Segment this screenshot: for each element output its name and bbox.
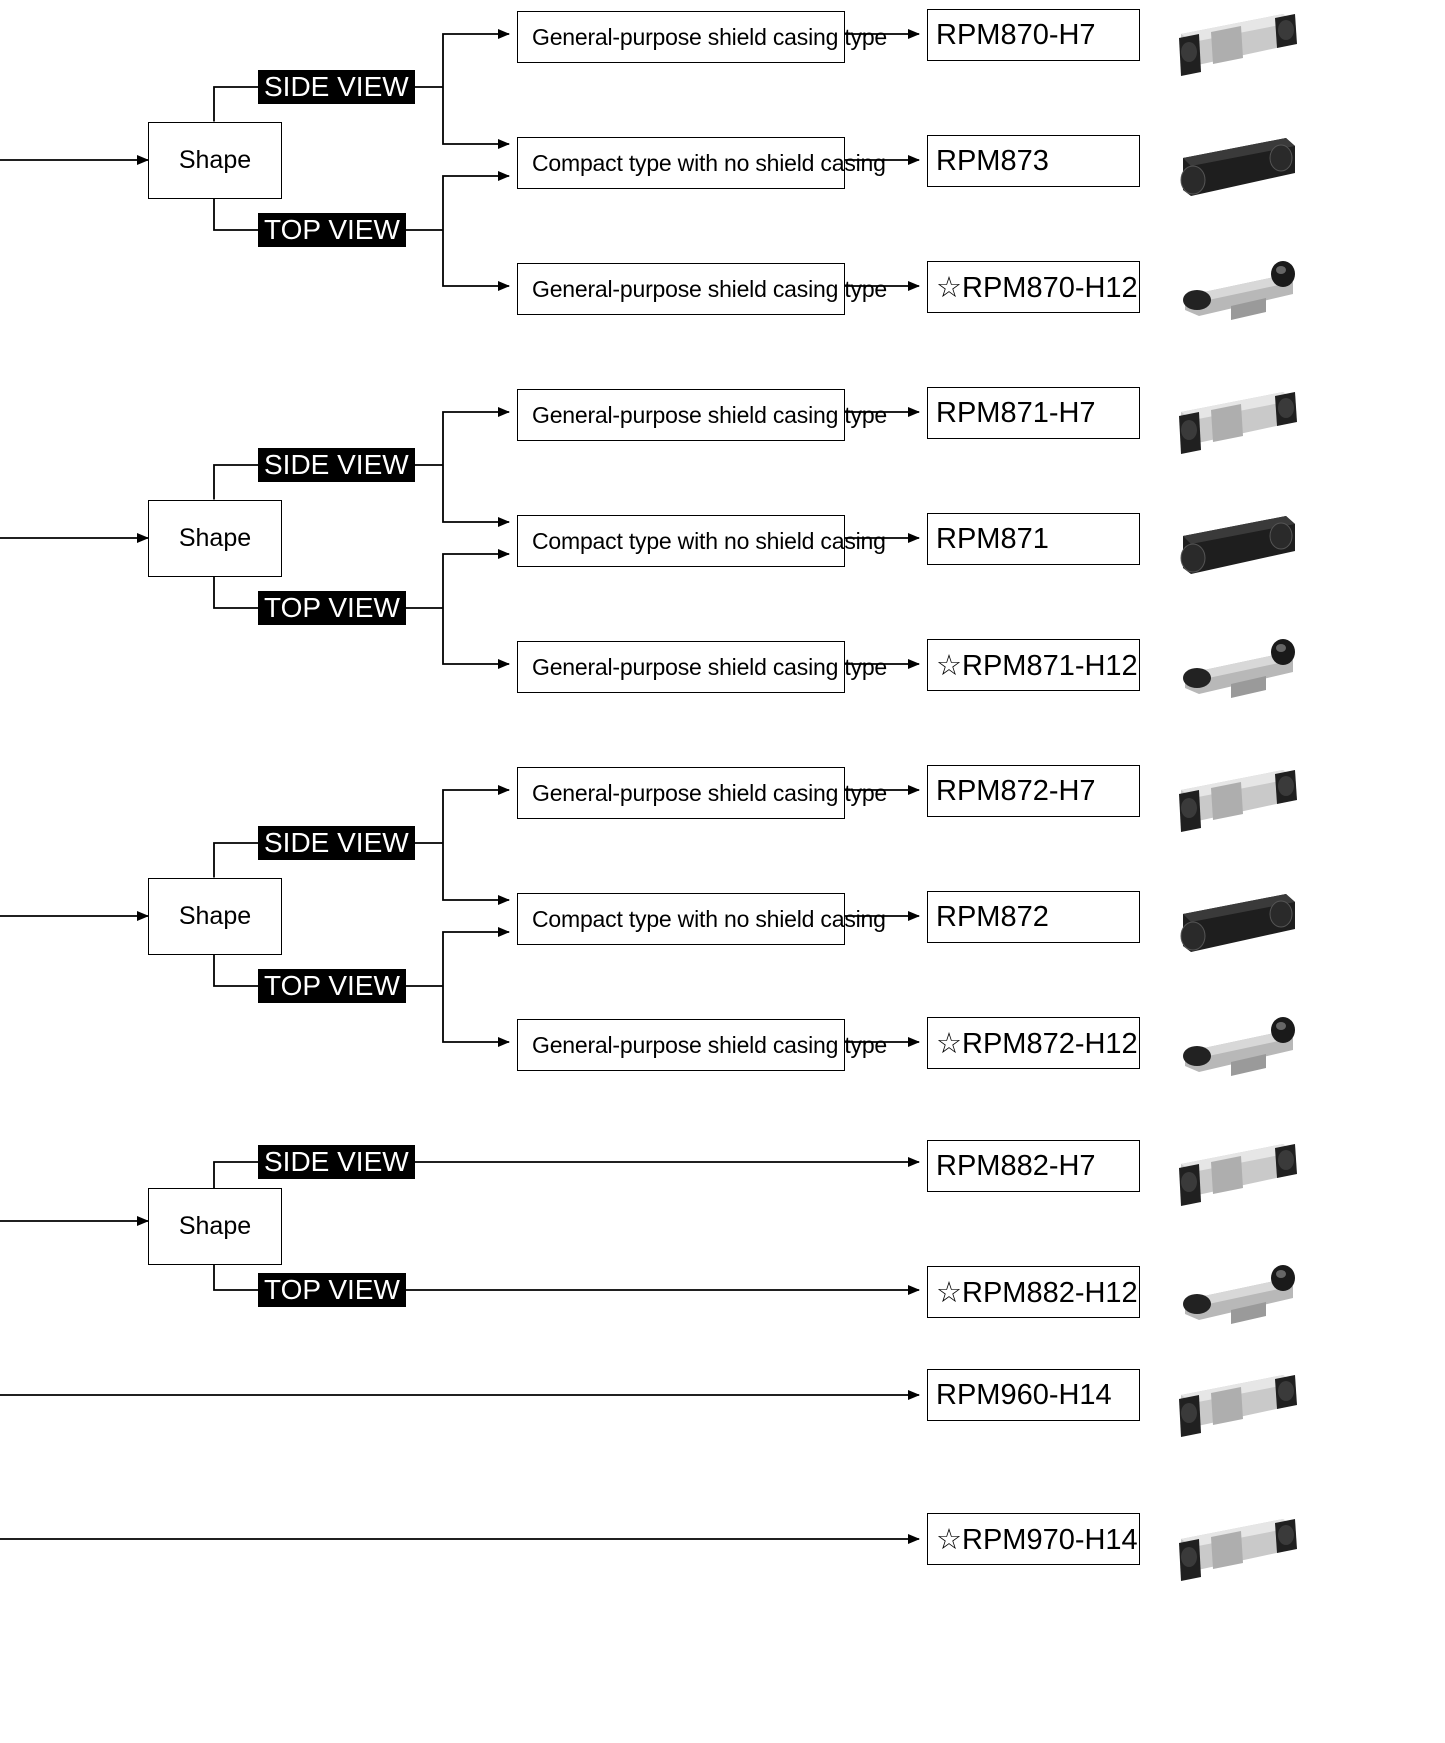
group-3-row-3-product-image xyxy=(1171,1010,1301,1090)
group-4-side-view-label: SIDE VIEW xyxy=(258,1145,415,1179)
group-1-row-2-type-box: Compact type with no shield casing xyxy=(517,137,845,189)
group-1-row-3-part-box: ☆RPM870-H12 xyxy=(927,261,1140,313)
group-1-row-2-product-image xyxy=(1171,128,1301,208)
group-3-row-2-type-box: Compact type with no shield casing xyxy=(517,893,845,945)
group-4-row-2-part-box: ☆RPM882-H12 xyxy=(927,1266,1140,1318)
group-1-side-connector xyxy=(214,87,260,122)
group-3-row-1-product-image xyxy=(1171,758,1301,838)
group-2-shape-box: Shape xyxy=(148,500,282,577)
group-2-row-2-product-image xyxy=(1171,506,1301,586)
group-3-side-to-row2-arrow xyxy=(443,843,509,900)
group-3-row-1-type-box: General-purpose shield casing type xyxy=(517,767,845,819)
group-4-shape-box: Shape xyxy=(148,1188,282,1265)
group-2-row-2-type-box: Compact type with no shield casing xyxy=(517,515,845,567)
group-2-side-to-row2-arrow xyxy=(443,465,509,522)
group-2-row-2-part-box: RPM871 xyxy=(927,513,1140,565)
group-2-top-to-row2-arrow xyxy=(443,554,509,608)
group-3-top-to-row3-arrow xyxy=(443,986,509,1042)
group-1-row-3-type-box: General-purpose shield casing type xyxy=(517,263,845,315)
group-3-shape-box: Shape xyxy=(148,878,282,955)
group-4-top-view-label: TOP VIEW xyxy=(258,1273,406,1307)
group-4-side-connector xyxy=(214,1162,260,1188)
group-1-row-2-part-box: RPM873 xyxy=(927,135,1140,187)
group-3-side-view-label: SIDE VIEW xyxy=(258,826,415,860)
group-3-side-connector xyxy=(214,843,260,878)
group-3-side-to-row1-arrow xyxy=(443,790,509,843)
group-3-row-2-product-image xyxy=(1171,884,1301,964)
group-2-row-1-part-box: RPM871-H7 xyxy=(927,387,1140,439)
group-1-top-to-row3-arrow xyxy=(443,230,509,286)
group-2-top-to-row3-arrow xyxy=(443,608,509,664)
direct-1-part-box: RPM960-H14 xyxy=(927,1369,1140,1421)
group-1-row-1-product-image xyxy=(1171,2,1301,82)
group-1-side-to-row1-arrow xyxy=(443,34,509,87)
group-2-side-to-row1-arrow xyxy=(443,412,509,465)
group-2-side-connector xyxy=(214,465,260,500)
group-4-top-connector xyxy=(214,1265,260,1290)
direct-2-part-box: ☆RPM970-H14 xyxy=(927,1513,1140,1565)
group-3-row-3-part-box: ☆RPM872-H12 xyxy=(927,1017,1140,1069)
group-2-row-1-product-image xyxy=(1171,380,1301,460)
group-1-row-1-type-box: General-purpose shield casing type xyxy=(517,11,845,63)
group-3-row-1-part-box: RPM872-H7 xyxy=(927,765,1140,817)
group-1-side-to-row2-arrow xyxy=(443,87,509,144)
group-2-top-view-label: TOP VIEW xyxy=(258,591,406,625)
direct-1-product-image xyxy=(1171,1363,1301,1443)
group-1-top-view-label: TOP VIEW xyxy=(258,213,406,247)
group-3-top-connector xyxy=(214,955,260,987)
group-1-row-1-part-box: RPM870-H7 xyxy=(927,9,1140,61)
group-2-row-3-part-box: ☆RPM871-H12 xyxy=(927,639,1140,691)
group-1-top-connector xyxy=(214,199,260,231)
group-1-row-3-product-image xyxy=(1171,254,1301,334)
group-2-row-3-product-image xyxy=(1171,632,1301,712)
group-4-row-2-product-image xyxy=(1171,1258,1301,1338)
group-2-row-3-type-box: General-purpose shield casing type xyxy=(517,641,845,693)
group-2-row-1-type-box: General-purpose shield casing type xyxy=(517,389,845,441)
group-4-row-1-product-image xyxy=(1171,1132,1301,1212)
group-3-row-2-part-box: RPM872 xyxy=(927,891,1140,943)
group-3-top-to-row2-arrow xyxy=(443,932,509,986)
group-3-top-view-label: TOP VIEW xyxy=(258,969,406,1003)
group-2-side-view-label: SIDE VIEW xyxy=(258,448,415,482)
group-4-row-1-part-box: RPM882-H7 xyxy=(927,1140,1140,1192)
group-2-top-connector xyxy=(214,577,260,609)
group-3-row-3-type-box: General-purpose shield casing type xyxy=(517,1019,845,1071)
direct-2-product-image xyxy=(1171,1507,1301,1587)
group-1-side-view-label: SIDE VIEW xyxy=(258,70,415,104)
group-1-shape-box: Shape xyxy=(148,122,282,199)
group-1-top-to-row2-arrow xyxy=(443,176,509,230)
